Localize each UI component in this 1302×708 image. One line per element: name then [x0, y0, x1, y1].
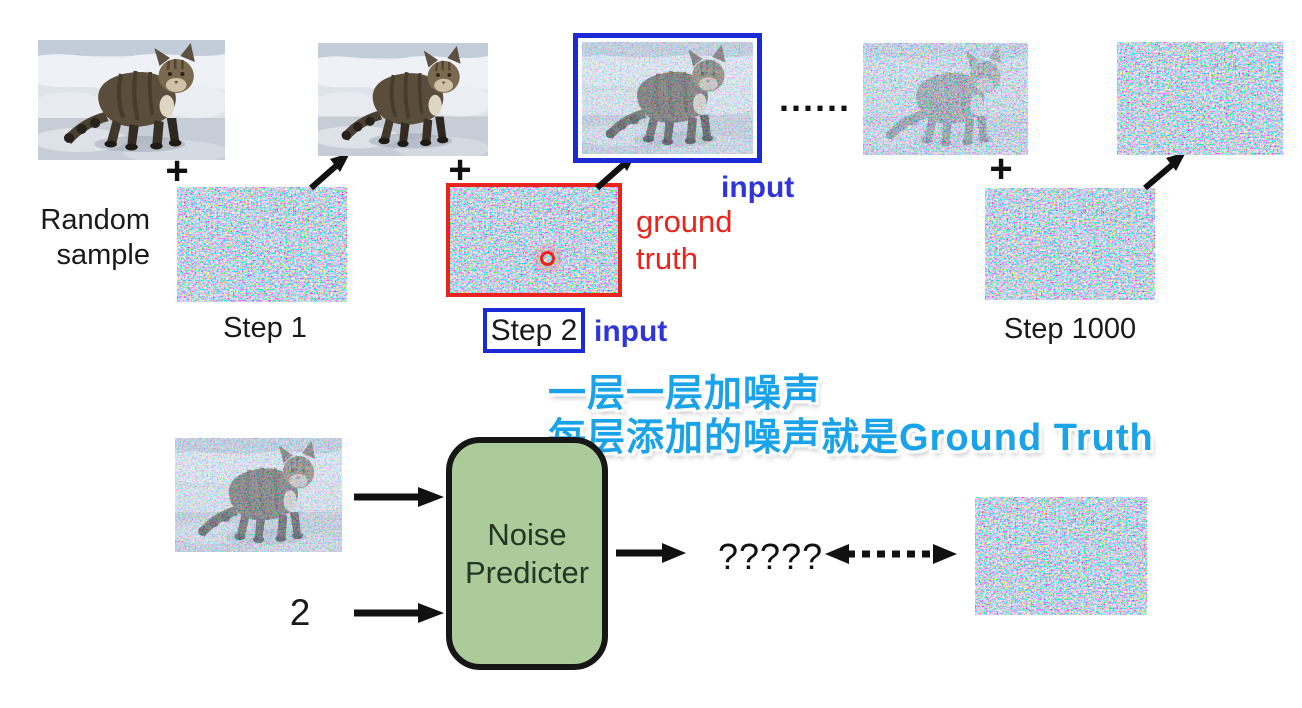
arrow-right-icon-input2: [354, 603, 444, 623]
noise-predictor-box: Noise Predicter: [446, 437, 608, 670]
step-2-box: Step 2: [483, 308, 585, 353]
noisy-cat-input-image-step2: [573, 33, 762, 163]
random-sample-label: Random sample: [40, 204, 150, 272]
plus-sign-1: +: [165, 149, 189, 193]
very-noisy-cat-image-step1000: [863, 43, 1028, 155]
pure-noise-result-image: [1117, 42, 1283, 155]
highlight-circle-icon: [540, 251, 555, 266]
timestep-value: 2: [289, 592, 311, 633]
ground-truth-label: ground truth: [636, 204, 733, 276]
arrow-right-icon-output: [616, 543, 686, 563]
plus-sign-3: +: [989, 147, 1013, 191]
subtitle-line-2: 每层添加的噪声就是Ground Truth: [548, 417, 1154, 459]
input-label-step2: input: [594, 315, 668, 348]
input-label-top: input: [721, 171, 795, 204]
arrow-up-right-icon-3: [1143, 152, 1186, 191]
plus-sign-2: +: [448, 148, 472, 192]
dotted-double-arrow-icon: [825, 544, 957, 564]
noise-predictor-label-line1: Noise: [487, 516, 567, 552]
clean-cat-image-step2: [318, 43, 488, 156]
noise-sample-step1000-image: [985, 188, 1155, 300]
noise-predictor-label-line2: Predicter: [464, 554, 590, 590]
step-1000-label: Step 1000: [1003, 313, 1137, 345]
predicted-noise-placeholder: ?????: [718, 536, 824, 577]
noisy-cat-input-image-bottom: [175, 438, 342, 552]
arrow-right-icon-input1: [354, 487, 444, 507]
target-noise-image: [975, 497, 1147, 615]
subtitle-caption: 一层一层加噪声 每层添加的噪声就是Ground Truth: [548, 372, 1154, 460]
noise-sample-step1-image: [177, 187, 347, 302]
ground-truth-noise-image: [446, 183, 622, 297]
ellipsis-dots: ......: [779, 78, 852, 119]
subtitle-line-1: 一层一层加噪声: [548, 373, 822, 415]
arrow-up-right-icon-1: [309, 153, 350, 191]
clean-cat-image-step1: [38, 40, 225, 160]
step-1-label: Step 1: [223, 312, 307, 344]
